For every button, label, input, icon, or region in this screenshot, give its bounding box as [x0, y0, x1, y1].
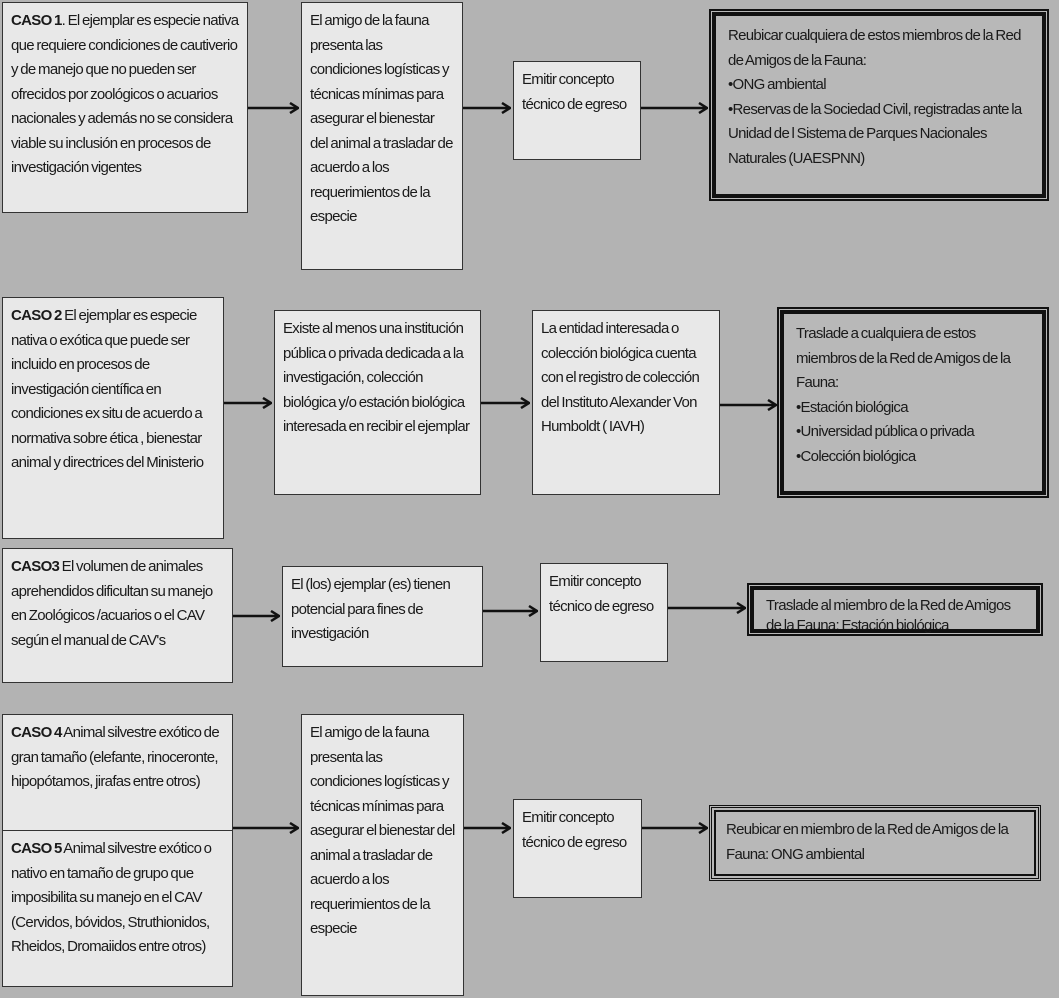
result-box: Traslade al miembro de la Red de Amigos … — [747, 583, 1043, 636]
case-label: CASO 5 — [11, 840, 62, 857]
result-box: Traslade a cualquiera de estos miembros … — [777, 307, 1049, 498]
result-item: •ONG ambiental — [728, 76, 827, 93]
condition-box: Existe al menos una institución pública … — [274, 310, 481, 495]
case-text: El ejemplar es especie nativa o exótica … — [11, 307, 204, 471]
result-intro: Traslade al miembro de la Red de Amigos … — [766, 597, 1011, 634]
step-box: Emitir concepto técnico de egreso — [513, 61, 641, 160]
case-text: . El ejemplar es especie nativa que requ… — [11, 12, 239, 176]
result-intro: Reubicar cualquiera de estos miembros de… — [728, 27, 1021, 69]
result-item: •Colección biológica — [796, 447, 916, 465]
condition-box: El amigo de la fauna presenta las condic… — [301, 714, 464, 996]
case-text: Animal silvestre exótico de gran tamaño … — [11, 724, 220, 790]
case-3-box: CASO3 El volumen de animales aprehendido… — [2, 548, 233, 683]
case-5-box: CASO 5 Animal silvestre exótico o nativo… — [2, 830, 233, 987]
step-box: Emitir concepto técnico de egreso — [540, 563, 668, 662]
case-2-box: CASO 2 El ejemplar es especie nativa o e… — [2, 297, 224, 539]
case-1-box: CASO 1. El ejemplar es especie nativa qu… — [2, 2, 248, 213]
result-item: •Universidad pública o privada — [796, 423, 975, 440]
condition-box: El (los) ejemplar (es) tienen potencial … — [282, 566, 483, 667]
step-box: Emitir concepto técnico de egreso — [513, 799, 642, 898]
step-box: La entidad interesada o colección biológ… — [532, 310, 720, 495]
case-label: CASO 4 — [11, 724, 62, 741]
result-item: •Reservas de la Sociedad Civil, registra… — [728, 100, 1022, 167]
case-label: CASO 2 — [11, 307, 62, 324]
result-box: Reubicar en miembro de la Red de Amigos … — [709, 805, 1041, 881]
result-item: •Estación biológica — [796, 398, 909, 416]
result-intro: Reubicar en miembro de la Red de Amigos … — [726, 821, 1009, 863]
case-text: El volumen de animales aprehendidos difi… — [11, 558, 213, 649]
result-box: Reubicar cualquiera de estos miembros de… — [709, 9, 1049, 201]
case-4-box: CASO 4 Animal silvestre exótico de gran … — [2, 714, 233, 832]
case-label: CASO 1 — [11, 12, 62, 29]
case-text: Animal silvestre exótico o nativo en tam… — [11, 840, 212, 955]
condition-box: El amigo de la fauna presenta las condic… — [301, 2, 463, 270]
case-label: CASO3 — [11, 558, 60, 575]
result-intro: Traslade a cualquiera de estos miembros … — [796, 325, 1011, 391]
